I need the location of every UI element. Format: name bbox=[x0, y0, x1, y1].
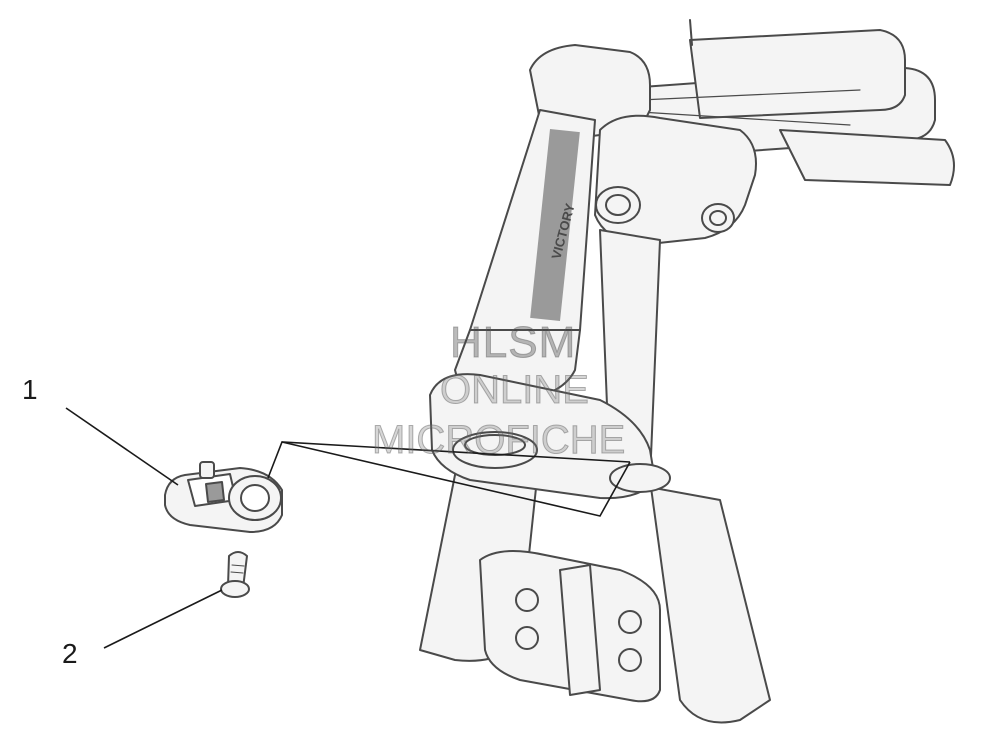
lower-triple-clamp bbox=[429, 373, 671, 500]
fork-brace bbox=[479, 550, 661, 703]
callout-number-1: 1 bbox=[22, 374, 38, 405]
leader-lines bbox=[65, 407, 631, 649]
install-line-lower bbox=[281, 441, 631, 517]
upper-triple-clamp bbox=[529, 44, 757, 246]
leader-line-1 bbox=[65, 407, 179, 486]
callout-number-2: 2 bbox=[62, 638, 78, 669]
part-2-bolt bbox=[220, 551, 250, 598]
watermark-line-1: HLSM bbox=[449, 318, 577, 368]
leader-line-2 bbox=[103, 589, 223, 649]
watermark-line-3: MICROFICHE bbox=[371, 418, 626, 463]
watermark-line-2: ONLINE bbox=[440, 368, 590, 413]
part-1-clamp-bracket bbox=[164, 461, 283, 533]
